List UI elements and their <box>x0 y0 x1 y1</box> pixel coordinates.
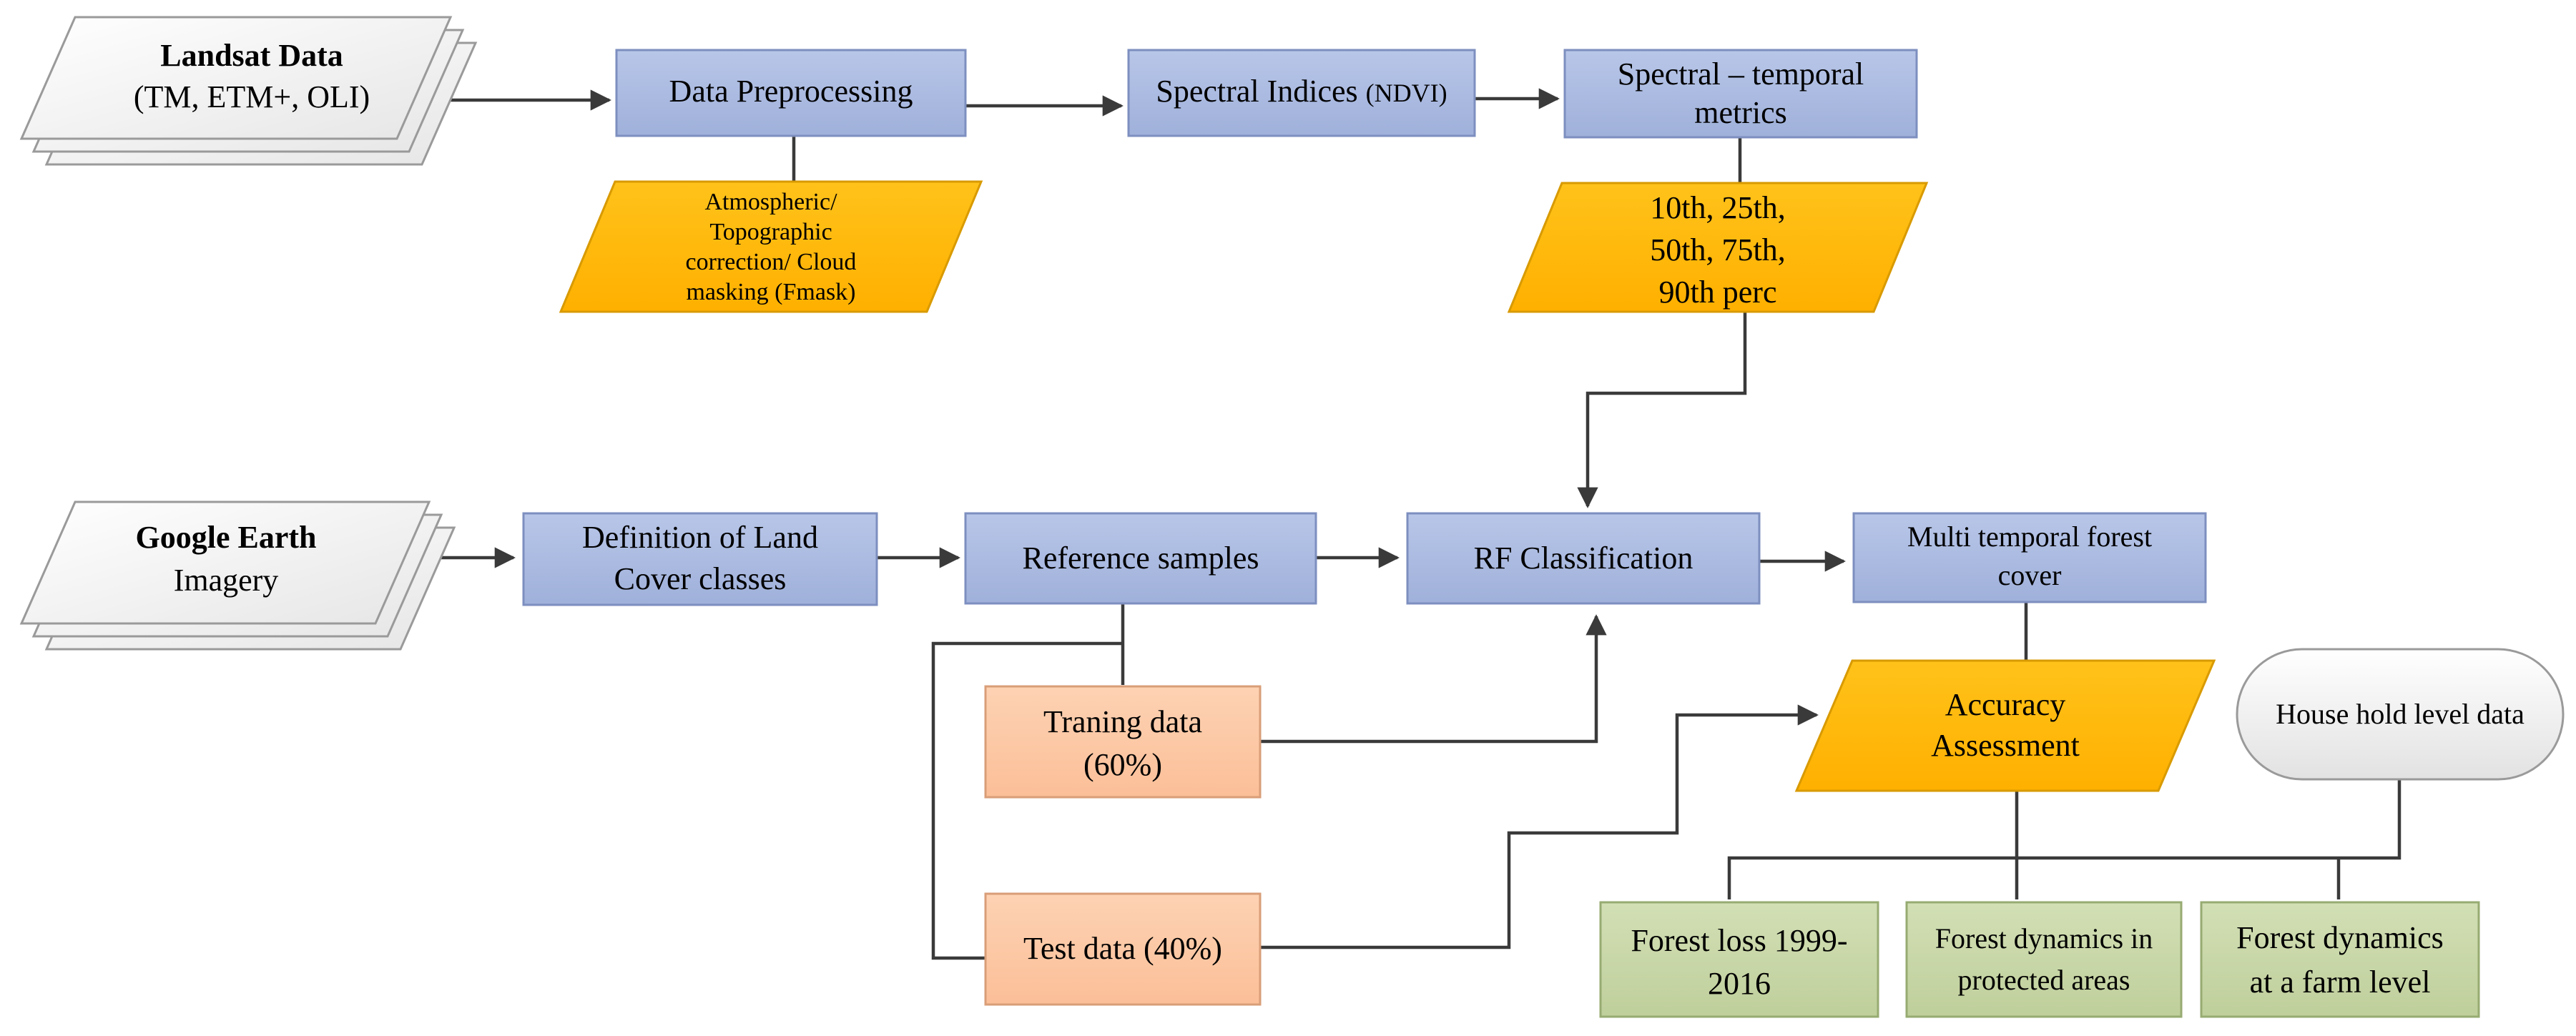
multitemporal-line-2: cover <box>1998 559 2062 591</box>
farm-level-node: Forest dynamics at a farm level <box>2200 901 2480 1018</box>
spectral-indices-node: Spectral Indices (NDVI) <box>1127 49 1476 137</box>
test-data-node: Test data (40%) <box>984 892 1262 1006</box>
spectral-temporal-metrics-node: Spectral – temporal metrics <box>1563 49 1918 139</box>
accuracy-line-2: Assessment <box>1931 728 2080 763</box>
farm-line-2: at a farm level <box>2250 965 2431 1000</box>
household-label: House hold level data <box>2276 698 2525 730</box>
test-data-label: Test data (40%) <box>1023 931 1222 966</box>
metrics-line-1: Spectral – temporal <box>1618 56 1864 92</box>
percentiles-line-2: 50th, 75th, <box>1650 232 1785 267</box>
farm-line-1: Forest dynamics <box>2236 920 2444 955</box>
accuracy-line-1: Accuracy <box>1945 687 2066 722</box>
atmos-line-2: Topographic <box>709 219 832 245</box>
training-data-node: Traning data (60%) <box>984 685 1262 799</box>
protected-areas-node: Forest dynamics in protected areas <box>1905 901 2183 1018</box>
rf-classification-node: RF Classification <box>1406 512 1761 605</box>
atmos-line-1: Atmospheric/ <box>704 189 837 215</box>
landsat-subtitle: (TM, ETM+, OLI) <box>134 79 370 114</box>
google-earth-node: Google Earth Imagery <box>19 500 456 651</box>
edge-percentiles-to-rf <box>1577 312 1747 508</box>
edge-test-to-accuracy <box>1260 704 1819 949</box>
landcover-line-2: Cover classes <box>614 561 787 596</box>
accuracy-assessment-node: Accuracy Assessment <box>1794 659 2216 792</box>
household-data-node: House hold level data <box>2236 648 2565 781</box>
edges <box>431 88 2402 960</box>
percentiles-node: 10th, 25th, 50th, 75th, 90th perc <box>1507 182 1929 313</box>
training-line-1: Traning data <box>1043 704 1202 739</box>
forest-loss-node: Forest loss 1999- 2016 <box>1599 901 1879 1018</box>
landcover-line-1: Definition of Land <box>582 520 818 555</box>
multi-temporal-forest-cover-node: Multi temporal forest cover <box>1852 512 2207 603</box>
landsat-data-node: Landsat Data (TM, ETM+, OLI) <box>19 16 478 166</box>
reference-samples-node: Reference samples <box>964 512 1317 605</box>
forest-loss-line-1: Forest loss 1999- <box>1631 923 1847 958</box>
reference-samples-label: Reference samples <box>1022 541 1259 576</box>
protected-line-2: protected areas <box>1958 964 2130 996</box>
protected-line-1: Forest dynamics in <box>1935 922 2153 954</box>
metrics-line-2: metrics <box>1694 95 1787 130</box>
percentiles-line-3: 90th perc <box>1659 275 1777 310</box>
google-earth-subtitle: Imagery <box>174 563 279 598</box>
rf-classification-label: RF Classification <box>1474 541 1693 576</box>
edge-household-to-outputs <box>1727 779 2402 899</box>
forest-loss-line-2: 2016 <box>1708 966 1771 1001</box>
spectral-indices-main: Spectral Indices <box>1156 74 1357 109</box>
data-preprocessing-label: Data Preprocessing <box>669 74 913 109</box>
multitemporal-line-1: Multi temporal forest <box>1907 521 2152 553</box>
percentiles-line-1: 10th, 25th, <box>1650 190 1785 225</box>
edge-reference-split-to-test <box>931 641 1123 960</box>
land-cover-definition-node: Definition of Land Cover classes <box>522 512 878 606</box>
spectral-indices-label: Spectral Indices (NDVI) <box>1156 74 1447 109</box>
atmos-line-3: correction/ Cloud <box>686 249 857 275</box>
data-preprocessing-node: Data Preprocessing <box>615 49 967 137</box>
atmospheric-correction-node: Atmospheric/ Topographic correction/ Clo… <box>559 180 983 313</box>
training-line-2: (60%) <box>1083 747 1162 782</box>
edge-training-to-rf <box>1260 614 1607 744</box>
landsat-title: Landsat Data <box>160 38 343 73</box>
atmos-line-4: masking (Fmask) <box>686 279 855 305</box>
spectral-indices-suffix: (NDVI) <box>1366 79 1447 107</box>
google-earth-title: Google Earth <box>136 520 317 555</box>
